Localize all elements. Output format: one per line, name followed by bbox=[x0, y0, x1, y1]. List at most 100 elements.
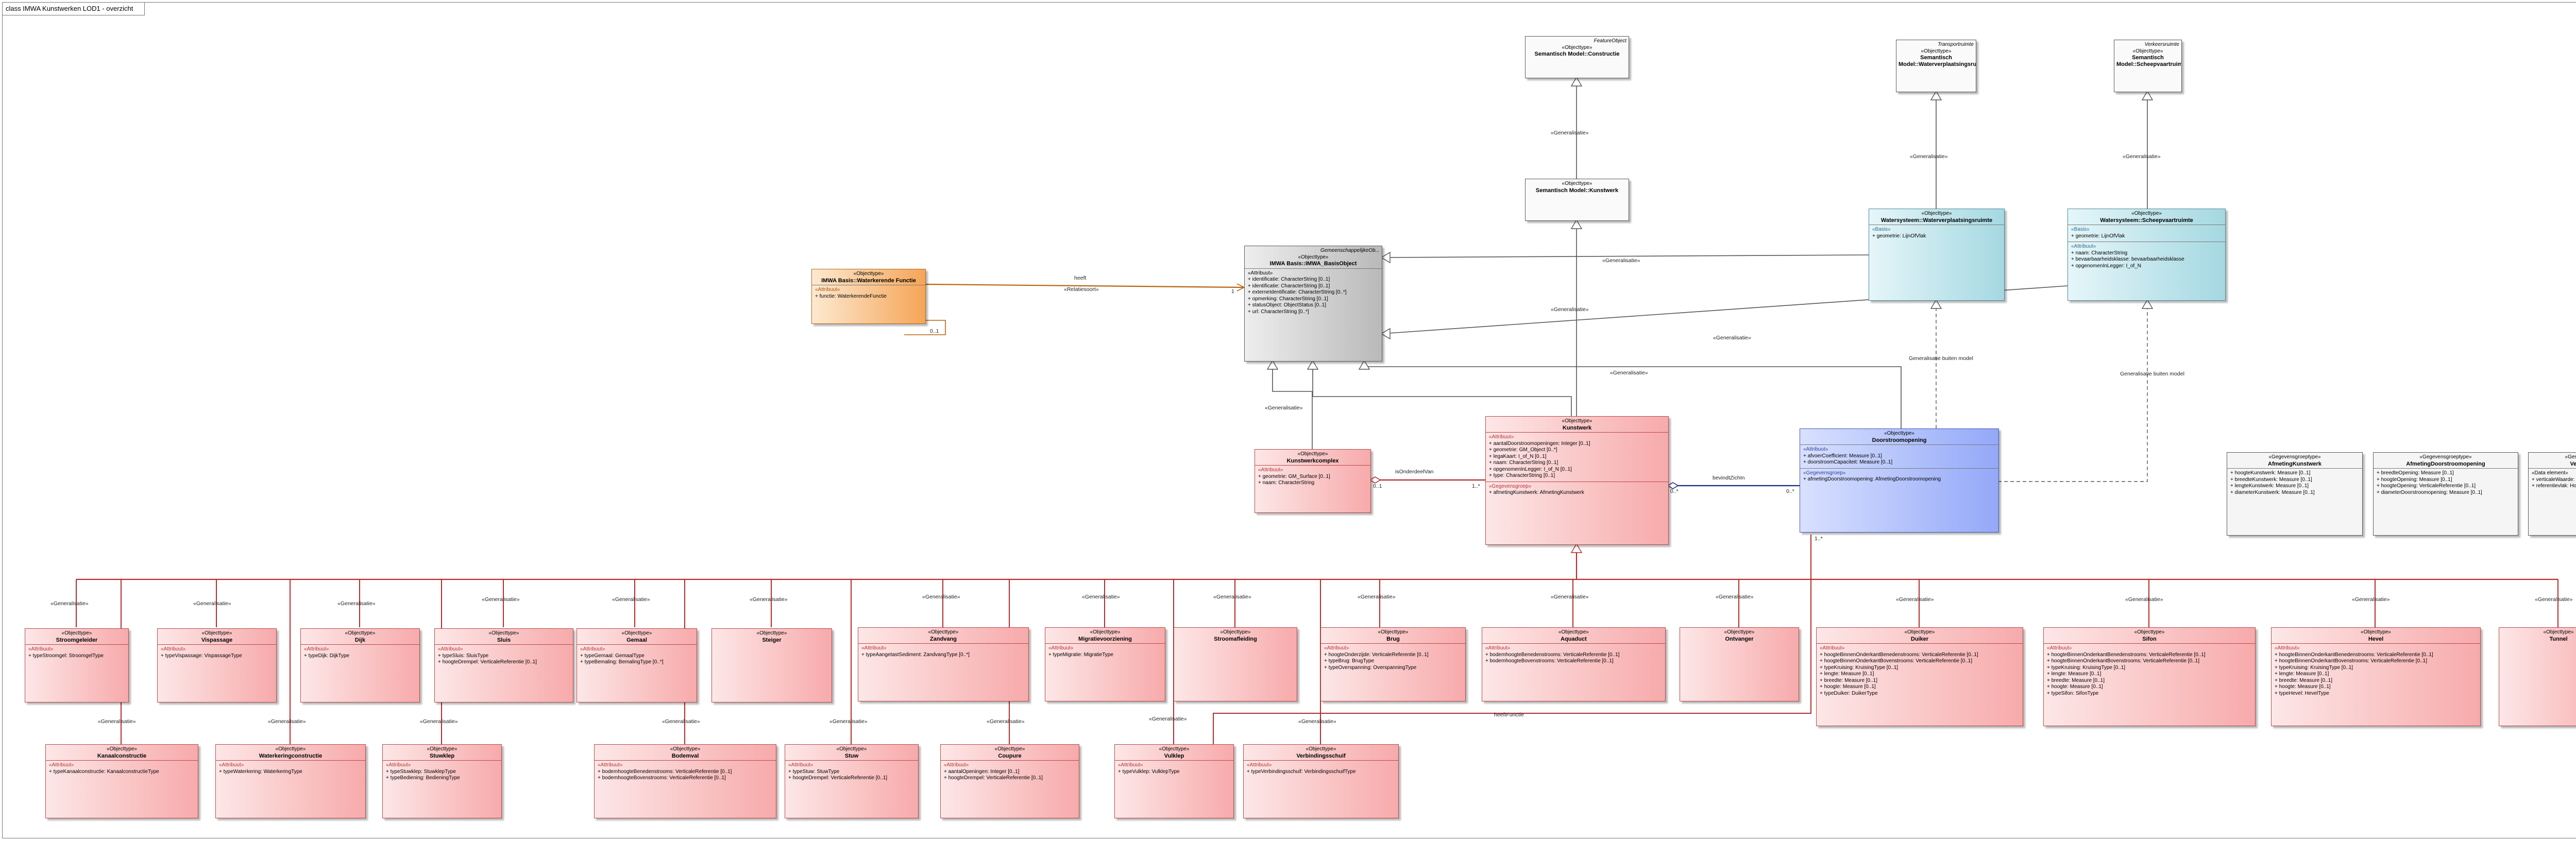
connector-label: «Generalisatie» bbox=[1358, 594, 1396, 600]
class-attribute: hoogteDrempel: VerticaleReferentie [0..1… bbox=[438, 659, 571, 666]
class-box-tunnel[interactable]: «Objecttype»Tunnel bbox=[2499, 627, 2576, 726]
class-header: «Objecttype»Watersysteem::Scheepvaartrui… bbox=[2068, 209, 2225, 225]
class-box-vr-scheepvaart[interactable]: Verkeersruimte«Objecttype»Semantisch Mod… bbox=[2114, 40, 2182, 92]
class-name: Sluis bbox=[497, 637, 511, 643]
class-box-waterkerendeconstructie[interactable]: «Objecttype»Waterkeringconstructie«Attri… bbox=[215, 744, 366, 818]
class-box-duiker[interactable]: «Objecttype»Duiker«Attribuut»hoogteBinne… bbox=[1816, 627, 2023, 726]
class-attribute: opgenomenInLegger: I_of_N bbox=[2071, 263, 2223, 270]
connector-line bbox=[1381, 254, 1869, 258]
connector-label: «Generalisatie» bbox=[1149, 716, 1187, 722]
class-box-verbindingsschuif[interactable]: «Objecttype»Verbindingsschuif«Attribuut»… bbox=[1243, 744, 1399, 818]
class-box-coupure[interactable]: «Objecttype»Coupure«Attribuut»aantalOpen… bbox=[940, 744, 1079, 818]
class-name: Kunstwerk bbox=[1562, 424, 1592, 431]
class-box-kunstwerk[interactable]: «Objecttype»Kunstwerk«Attribuut»aantalDo… bbox=[1485, 416, 1669, 545]
class-header: «Objecttype»Sifon bbox=[2044, 628, 2255, 643]
multiplicity-label: 0..1 bbox=[930, 328, 939, 334]
class-attribute-section: «Attribuut»functie: WaterkerendeFunctie bbox=[812, 285, 925, 302]
class-attribute: geometrie: LijnOfVlak bbox=[1872, 233, 2002, 240]
class-attribute: typeStroomgel: StroomgelType bbox=[28, 653, 126, 660]
class-box-brug[interactable]: «Objecttype»Brug«Attribuut»hoogteOnderzi… bbox=[1320, 627, 1466, 701]
class-box-dt-afmeting-doorstroom[interactable]: «Gegevensgroeptype»AfmetingDoorstroomope… bbox=[2373, 452, 2518, 536]
connector-label: «Generalisatie» bbox=[1602, 258, 1640, 264]
class-name: Waterkeringconstructie bbox=[259, 752, 323, 759]
class-stereotype: «Objecttype» bbox=[1558, 629, 1589, 635]
class-box-stuw[interactable]: «Objecttype»Stuw«Attribuut»typeStuw: Stu… bbox=[785, 744, 919, 818]
class-attribute: opgenomenInLegger: I_of_N [0..1] bbox=[1489, 467, 1666, 473]
connector-label: bevindtZichIn bbox=[1713, 475, 1745, 481]
class-stereotype: «Objecttype» bbox=[1297, 451, 1328, 457]
class-attribute: identificatie: CharacterString [0..1] bbox=[1248, 277, 1380, 283]
class-box-waterkerendefunctie[interactable]: «Objecttype»IMWA Basis::Waterkerende Fun… bbox=[811, 269, 926, 324]
section-header: «Gegevensgroep» bbox=[1489, 483, 1532, 489]
class-box-dijk[interactable]: «Objecttype»Dijk«Attribuut»typeDijk: Dij… bbox=[300, 628, 420, 702]
class-stereotype: «Objecttype» bbox=[427, 746, 457, 752]
class-stereotype: «Objecttype» bbox=[275, 746, 306, 752]
generalization-arrowhead bbox=[2141, 299, 2154, 309]
class-box-fc-constructie[interactable]: FeatureObject«Objecttype»Semantisch Mode… bbox=[1525, 36, 1629, 78]
class-name: Aquaduct bbox=[1561, 636, 1587, 642]
class-stereotype: «Objecttype» bbox=[2131, 211, 2162, 216]
class-attribute: referentievlak: Hoedanigheid bbox=[2532, 483, 2576, 490]
class-box-tp-waterverplaatsing[interactable]: Transportruimte«Objecttype»Semantisch Mo… bbox=[1896, 40, 1976, 92]
section-header: «Attribuut» bbox=[2071, 244, 2096, 249]
connector-label: «Generalisatie» bbox=[2125, 596, 2163, 603]
class-box-doorstroomopening[interactable]: «Objecttype»Doorstroomopening«Attribuut»… bbox=[1800, 428, 1999, 533]
class-header: «Objecttype»Duiker bbox=[1817, 628, 2023, 643]
class-box-fc-kunstwerk-sm[interactable]: «Objecttype»Semantisch Model::Kunstwerk bbox=[1525, 179, 1629, 221]
class-box-stuwklep[interactable]: «Objecttype»Stuwklep«Attribuut»typeStuwk… bbox=[382, 744, 502, 818]
class-box-steiger[interactable]: «Objecttype»Steiger bbox=[711, 628, 832, 702]
class-stereotype: «Objecttype» bbox=[1562, 181, 1592, 186]
class-stereotype: «Objecttype» bbox=[2543, 629, 2574, 635]
class-attribute: typeBrug: BrugType bbox=[1324, 658, 1463, 665]
class-box-zandvang[interactable]: «Objecttype»Zandvang«Attribuut»typeAange… bbox=[858, 627, 1029, 701]
class-box-ontvanger[interactable]: «Objecttype»Ontvanger bbox=[1680, 627, 1799, 701]
class-box-dt-verticale-ref[interactable]: «Gestructureerd datatype»VerticaleRefere… bbox=[2528, 452, 2576, 536]
class-attribute-section: «Attribuut»typeStroomgel: StroomgelType bbox=[25, 644, 128, 661]
multiplicity-label: 0..* bbox=[1786, 488, 1794, 494]
class-box-wsys-waterverplaatsing[interactable]: «Objecttype»Watersysteem::Waterverplaats… bbox=[1869, 209, 2005, 301]
generalization-arrowhead bbox=[1570, 543, 1583, 553]
class-box-kanaalconstructie[interactable]: «Objecttype»Kanaalconstructie«Attribuut»… bbox=[45, 744, 198, 818]
section-header: «Attribuut» bbox=[944, 762, 969, 768]
section-header: «Attribuut» bbox=[1820, 645, 1845, 651]
class-name: Verbindingsschuif bbox=[1296, 752, 1346, 759]
class-box-stroomafleiding[interactable]: «Objecttype»Stroomafleiding bbox=[1174, 627, 1297, 701]
class-box-sluis[interactable]: «Objecttype»Sluis«Attribuut»typeSluis: S… bbox=[434, 628, 573, 702]
class-header: «Objecttype»Brug bbox=[1321, 628, 1465, 643]
class-attribute-section: «Attribuut»naam: CharacterStringbevaarba… bbox=[2068, 242, 2225, 271]
connector-label: «Generalisatie» bbox=[1551, 594, 1589, 600]
class-box-aquaduct[interactable]: «Objecttype»Aquaduct«Attribuut»bodemhoog… bbox=[1482, 627, 1666, 701]
class-attribute: identificatie: CharacterString [0..1] bbox=[1248, 283, 1380, 290]
section-header: «Attribuut» bbox=[2275, 645, 2300, 651]
class-box-dt-afmeting-kunstwerk[interactable]: «Gegevensgroeptype»AfmetingKunstwerkhoog… bbox=[2227, 452, 2363, 536]
class-box-vistrap[interactable]: «Objecttype»Vispassage«Attribuut»typeVis… bbox=[157, 628, 277, 702]
class-attribute: diameterKunstwerk: Measure [0..1] bbox=[2230, 490, 2360, 496]
class-attribute: typeStuw: StuwType bbox=[788, 769, 916, 776]
class-header: «Objecttype»Steiger bbox=[712, 629, 832, 644]
class-attribute: typeVispassage: VispassageType bbox=[161, 653, 274, 660]
class-name: AfmetingKunstwerk bbox=[2268, 460, 2321, 467]
class-name: Tunnel bbox=[2549, 636, 2568, 642]
class-stereotype: «Objecttype» bbox=[1220, 629, 1251, 635]
class-box-bodemval[interactable]: «Objecttype»Bodemval«Attribuut»bodemhoog… bbox=[594, 744, 776, 818]
class-box-vulklep[interactable]: «Objecttype»Vulklep«Attribuut»typeVulkle… bbox=[1114, 744, 1234, 818]
class-attribute-section: «Attribuut»afvoerCoefficient: Measure [0… bbox=[1800, 444, 1998, 468]
class-box-stroomgeleider[interactable]: «Objecttype»Stroomgeleider«Attribuut»typ… bbox=[25, 628, 129, 702]
class-header: «Objecttype»Ontvanger bbox=[1680, 628, 1799, 643]
class-box-vismigratie[interactable]: «Objecttype»Migratievoorziening«Attribuu… bbox=[1045, 627, 1165, 701]
connector-label: «Generalisatie» bbox=[922, 594, 960, 600]
class-box-gemaal[interactable]: «Objecttype»Gemaal«Attribuut»typeGemaal:… bbox=[577, 628, 697, 702]
class-box-syfon[interactable]: «Objecttype»Sifon«Attribuut»hoogteBinnen… bbox=[2043, 627, 2256, 726]
connector-label: heeft bbox=[1074, 275, 1087, 281]
class-box-hevel[interactable]: «Objecttype»Hevel«Attribuut»hoogteBinnen… bbox=[2271, 627, 2481, 726]
generalization-arrowhead bbox=[2141, 90, 2154, 100]
class-attribute: statusObject: ObjectStatus [0..1] bbox=[1248, 302, 1380, 309]
class-stereotype: «Objecttype» bbox=[756, 630, 787, 636]
class-name: Stuw bbox=[844, 752, 859, 759]
class-stereotype: «Objecttype» bbox=[107, 746, 137, 752]
class-box-kunstwerkcomplex[interactable]: «Objecttype»Kunstwerkcomplex«Attribuut»g… bbox=[1255, 449, 1371, 513]
class-attribute: url: CharacterString [0..*] bbox=[1248, 309, 1380, 316]
class-box-gemeenschappelijk[interactable]: GemeenschappelijkeOb...«Objecttype»IMWA … bbox=[1244, 246, 1382, 362]
class-box-wsys-scheepvaart[interactable]: «Objecttype»Watersysteem::Scheepvaartrui… bbox=[2067, 209, 2226, 301]
class-attribute: typeHevel: HevelType bbox=[2275, 691, 2478, 697]
